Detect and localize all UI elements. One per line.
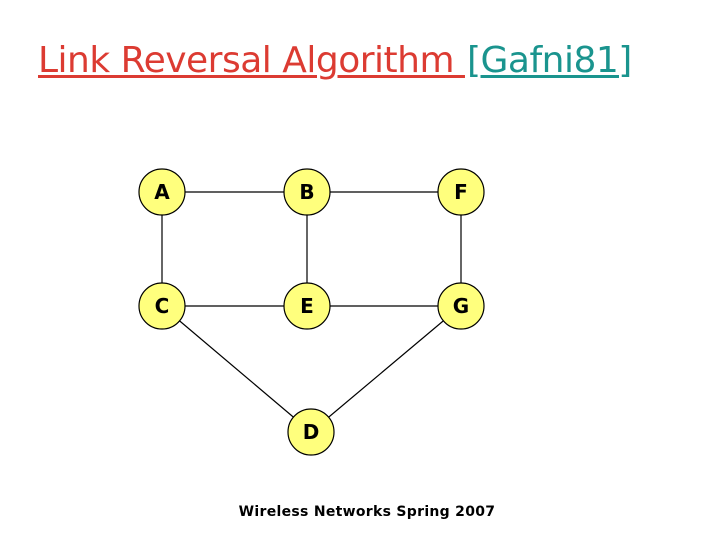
graph-edge-G-D [310, 305, 462, 433]
graph-node-label-D: D [303, 420, 320, 444]
graph-node-G [437, 282, 485, 330]
graph-node-A [138, 168, 186, 216]
footer-text: Wireless Networks Spring 2007 [238, 504, 496, 520]
graph-node-label-A: A [154, 180, 170, 204]
graph-node-label-G: G [453, 294, 469, 318]
slide-title: Link Reversal Algorithm [Gafni81] [38, 43, 632, 79]
graph-edges [161, 191, 462, 433]
graph-node-label-E: E [300, 294, 314, 318]
citation-link[interactable]: [Gafni81] [466, 40, 632, 81]
graph-node-label-B: B [299, 180, 314, 204]
graph-node-D [287, 408, 335, 456]
graph-node-B [283, 168, 331, 216]
graph-node-C [138, 282, 186, 330]
graph-node-E [283, 282, 331, 330]
graph-nodes: A B F C E G D [138, 168, 485, 456]
graph-node-label-C: C [155, 294, 170, 318]
graph-node-label-F: F [454, 180, 468, 204]
graph-node-F [437, 168, 485, 216]
graph-edge-C-D [161, 305, 312, 433]
title-text: Link Reversal Algorithm [38, 40, 465, 81]
